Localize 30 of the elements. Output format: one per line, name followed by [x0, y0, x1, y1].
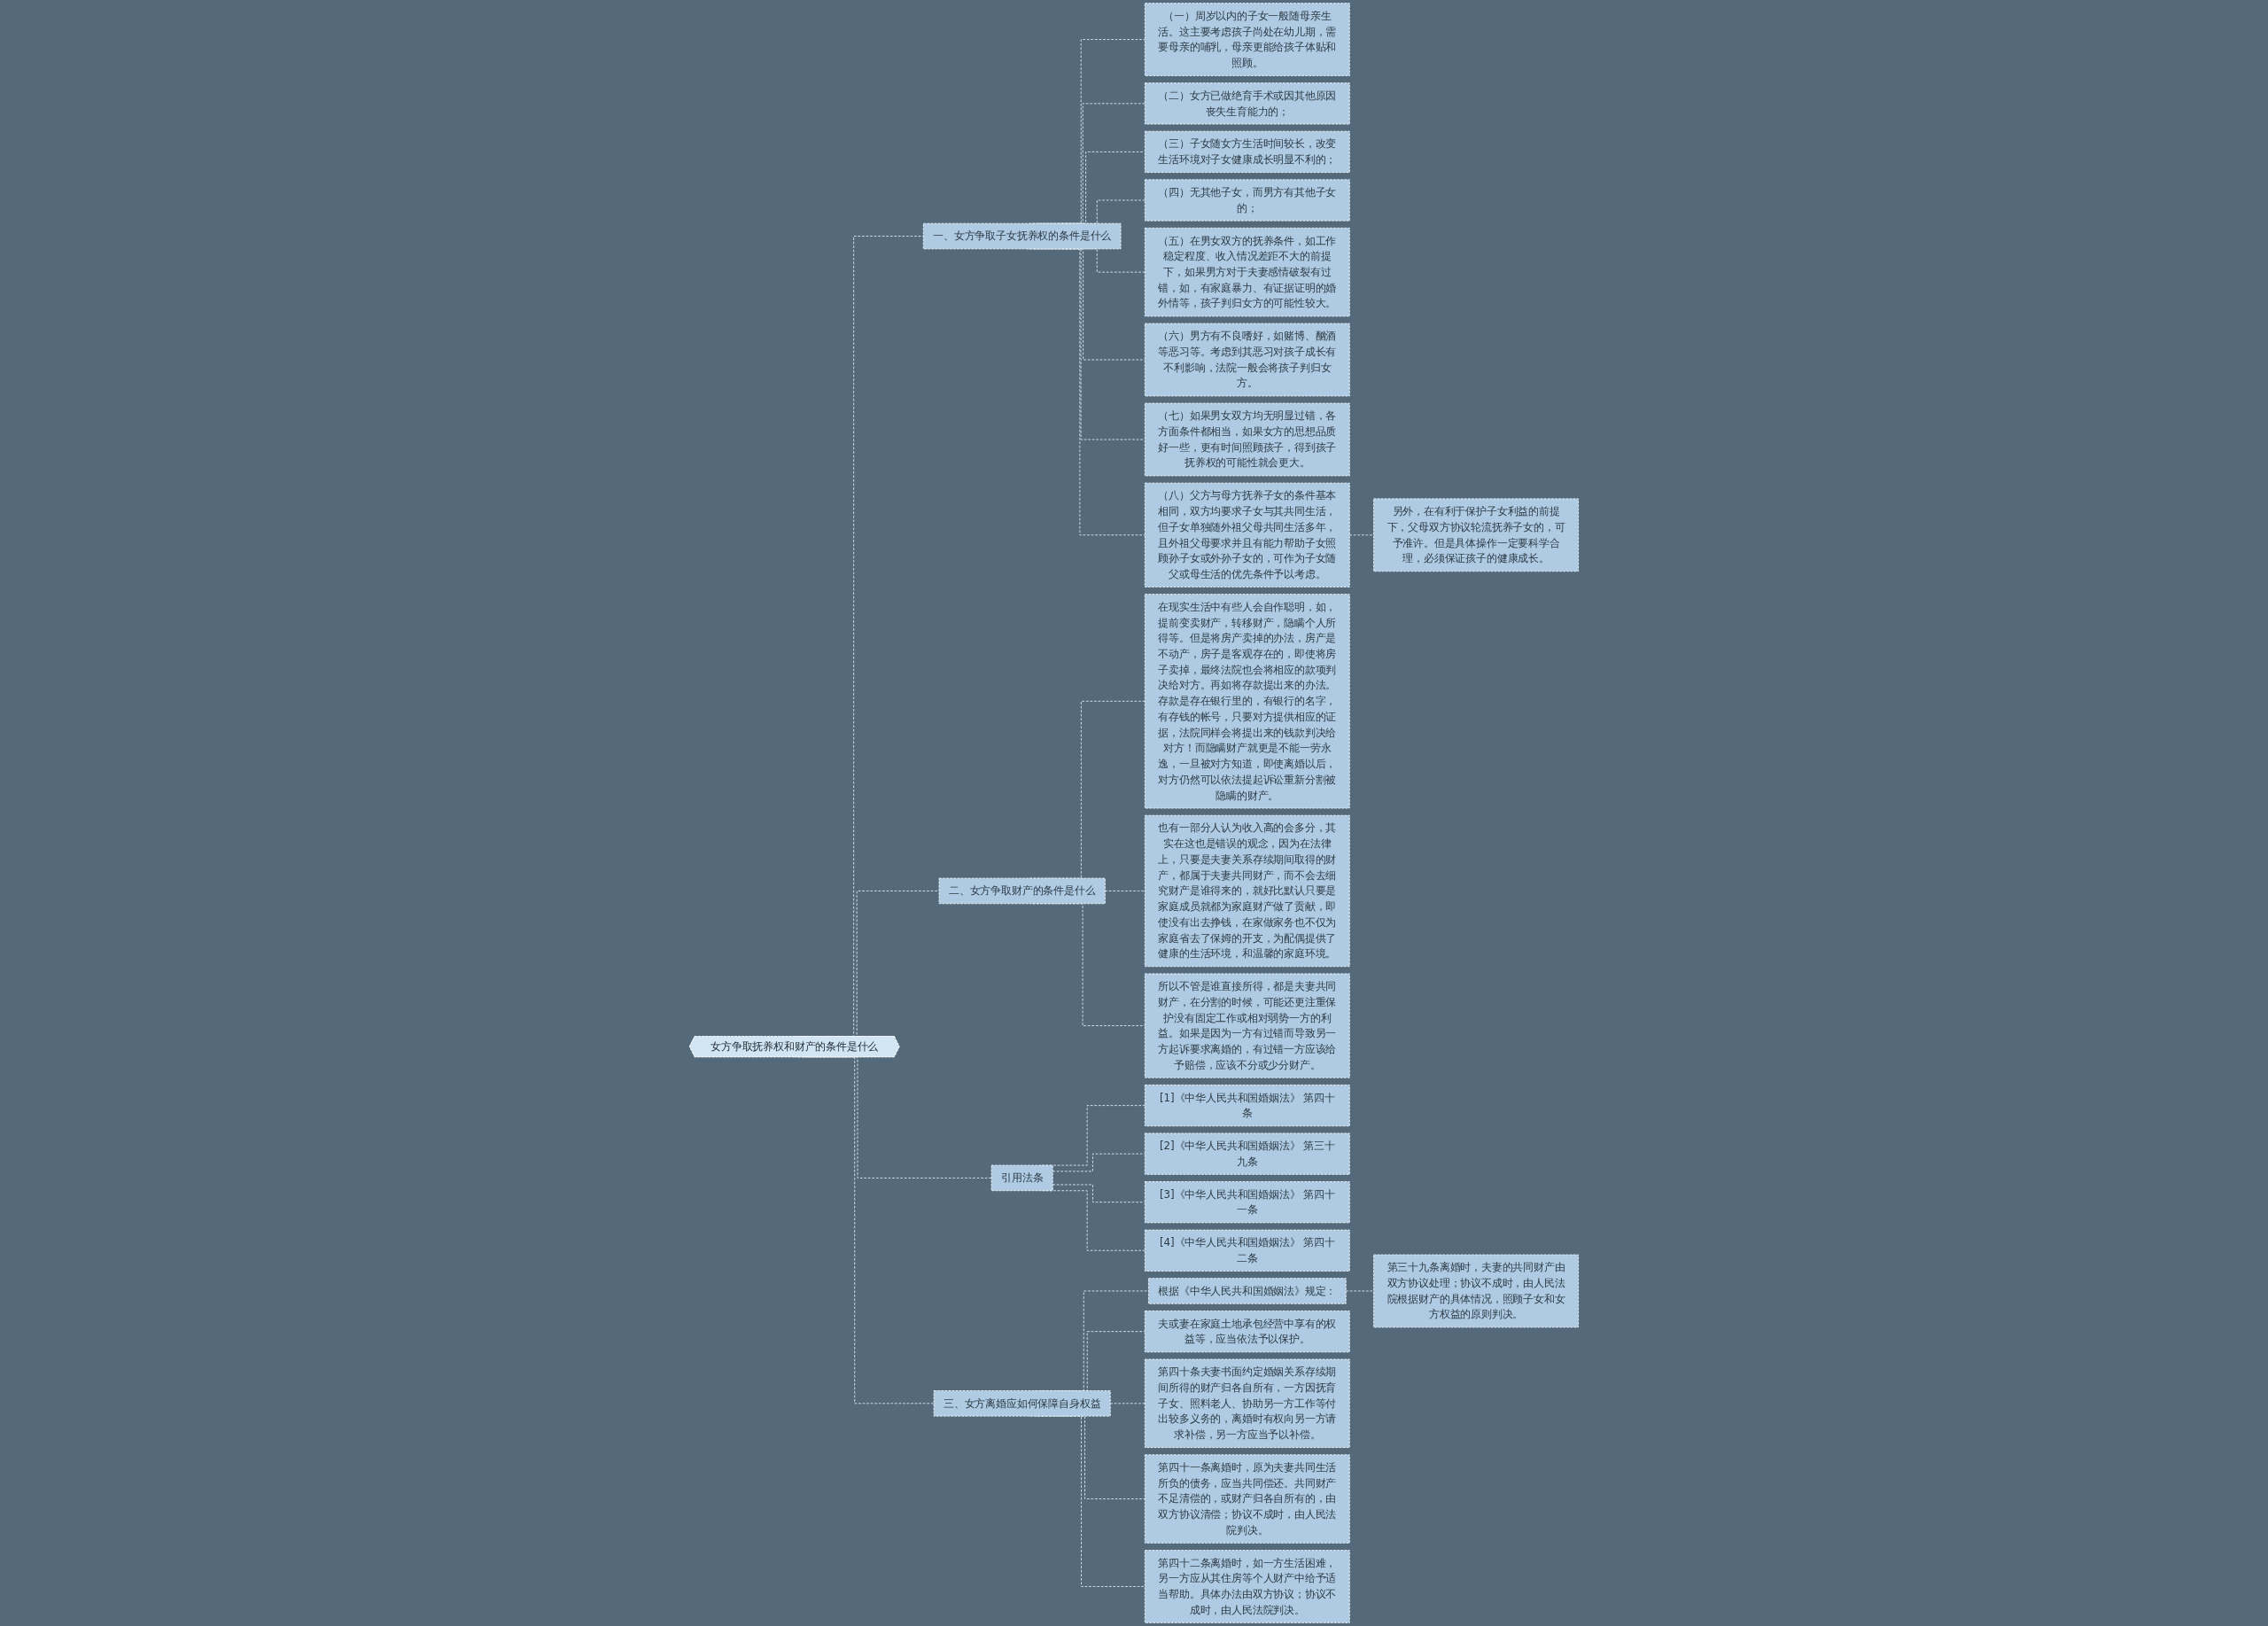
node-box: （三）子女随女方生活时间较长，改变生活环境对子女健康成长明显不利的； — [1144, 130, 1350, 174]
node-box: 另外，在有利于保护子女利益的前提下，父母双方协议轮流抚养子女的，可予准许。但是具体操作一定要科学合理，必须保证孩子的健康成长。 — [1373, 498, 1579, 572]
node-box: （四）无其他子女，而男方有其他子女的； — [1144, 179, 1350, 222]
node-box: （一）周岁以内的子女一般随母亲生活。这主要考虑孩子尚处在幼儿期，需要母亲的哺乳，母亲更能给孩子体贴和照顾。 — [1144, 3, 1350, 76]
node-box: （七）如果男女双方均无明显过错，各方面条件都相当，如果女方的思想品质好一些，更有时间照顾孩子，得到孩子抚养权的可能性就会更大。 — [1144, 402, 1350, 477]
node-box: 所以不管是谁直接所得，都是夫妻共同财产，在分割的时候，可能还更注重保护没有固定工作或相对弱势一方的利益。如果是因为一方有过错而导致另一方起诉要求离婚的，有过错一方应该给予赔偿，应该不分或少分财产。 — [1144, 973, 1350, 1078]
node-box: 在现实生活中有些人会自作聪明，如，提前变卖财产，转移财产，隐瞒个人所得等。但是将房产卖掉的办法，房产是不动产，房子是客观存在的，即使将房子卖掉，最终法院也会将相应的款项判决给对方。再如将存款提出来的办法。存款是存在银行里的，有银行的名字，有存钱的帐号，只要对方提供相应的证据，法院同样会将提出来的钱款判决给对方！而隐瞒财产就更是不能一劳永逸，一旦被对方知道，即使离婚以后，对方仍然可以依法提起诉讼重新分割被隐瞒的财产。 — [1144, 594, 1350, 809]
node-box: 三、女方离婚应如何保障自身权益 — [933, 1390, 1111, 1417]
node-box: 第三十九条离婚时，夫妻的共同财产由双方协议处理；协议不成时，由人民法院根据财产的具体情况，照顾子女和女方权益的原则判决。 — [1373, 1254, 1579, 1328]
node-box: 根据《中华人民共和国婚姻法》规定： — [1148, 1278, 1347, 1304]
node-box: 第四十一条离婚时，原为夫妻共同生活所负的债务，应当共同偿还。共同财产不足清偿的，或财产归各自所有的，由双方协议清偿；协议不成时，由人民法院判决。 — [1144, 1454, 1350, 1544]
node-box: 二、女方争取财产的条件是什么 — [938, 877, 1106, 905]
node-box: 也有一部分人认为收入高的会多分，其实在这也是错误的观念，因为在法律上，只要是夫妻关系存续期间取得的财产，都属于夫妻共同财产，而不会去细究财产是谁得来的，就好比默认只要是家庭成员就都为家庭财产做了贡献，即使没有出去挣钱，在家做家务也不仅为家庭省去了保姆的开支，为配偶提供了健康的生活环境，和温馨的家庭环境。 — [1144, 814, 1350, 968]
node-box: （八）父方与母方抚养子女的条件基本相同，双方均要求子女与其共同生活，但子女单独随外祖父母共同生活多年，且外祖父母要求并且有能力帮助子女照顾孙子女或外孙子女的，可作为子女随父或母生活的优先条件予以考虑。 — [1144, 482, 1350, 587]
connector — [1348, 534, 1375, 536]
connector — [1052, 1153, 1146, 1172]
connector — [1345, 1290, 1375, 1292]
node-box: （二）女方已做绝育手术或因其他原因丧失生育能力的； — [1144, 82, 1350, 125]
node-box: 一、女方争取子女抚养权的条件是什么 — [922, 222, 1122, 250]
node-box: 引用法条 — [990, 1164, 1053, 1192]
node-box: [3]《中华人民共和国婚姻法》 第四十一条 — [1144, 1181, 1350, 1224]
node-box: （五）在男女双方的抚养条件，如工作稳定程度、收入情况差距不大的前提下，如果男方对于夫妻感情破裂有过错，如，有家庭暴力、有证据证明的婚外情等，孩子判归女方的可能性较大。 — [1144, 227, 1350, 317]
node-box: 第四十二条离婚时，如一方生活困难，另一方应从其住房等个人财产中给予适当帮助。具体办法由双方协议；协议不成时，由人民法院判决。 — [1144, 1550, 1350, 1623]
node-box: 夫或妻在家庭土地承包经营中享有的权益等，应当依法予以保护。 — [1144, 1311, 1350, 1353]
connector — [1052, 1184, 1146, 1203]
node-box: （六）男方有不良嗜好，如赌博、酗酒等恶习等。考虑到其恶习对孩子成长有不利影响，法院一般会将孩子判归女方。 — [1144, 323, 1350, 397]
node-box: [4]《中华人民共和国婚姻法》 第四十二条 — [1144, 1229, 1350, 1272]
node-box: [2]《中华人民共和国婚姻法》 第三十九条 — [1144, 1132, 1350, 1175]
node-box: 第四十条夫妻书面约定婚姻关系存续期间所得的财产归各自所有，一方因抚育子女、照料老人、协助另一方工作等付出较多义务的，离婚时有权向另一方请求补偿，另一方应当予以补偿。 — [1144, 1358, 1350, 1449]
node-box: [1]《中华人民共和国婚姻法》 第四十条 — [1144, 1084, 1350, 1127]
